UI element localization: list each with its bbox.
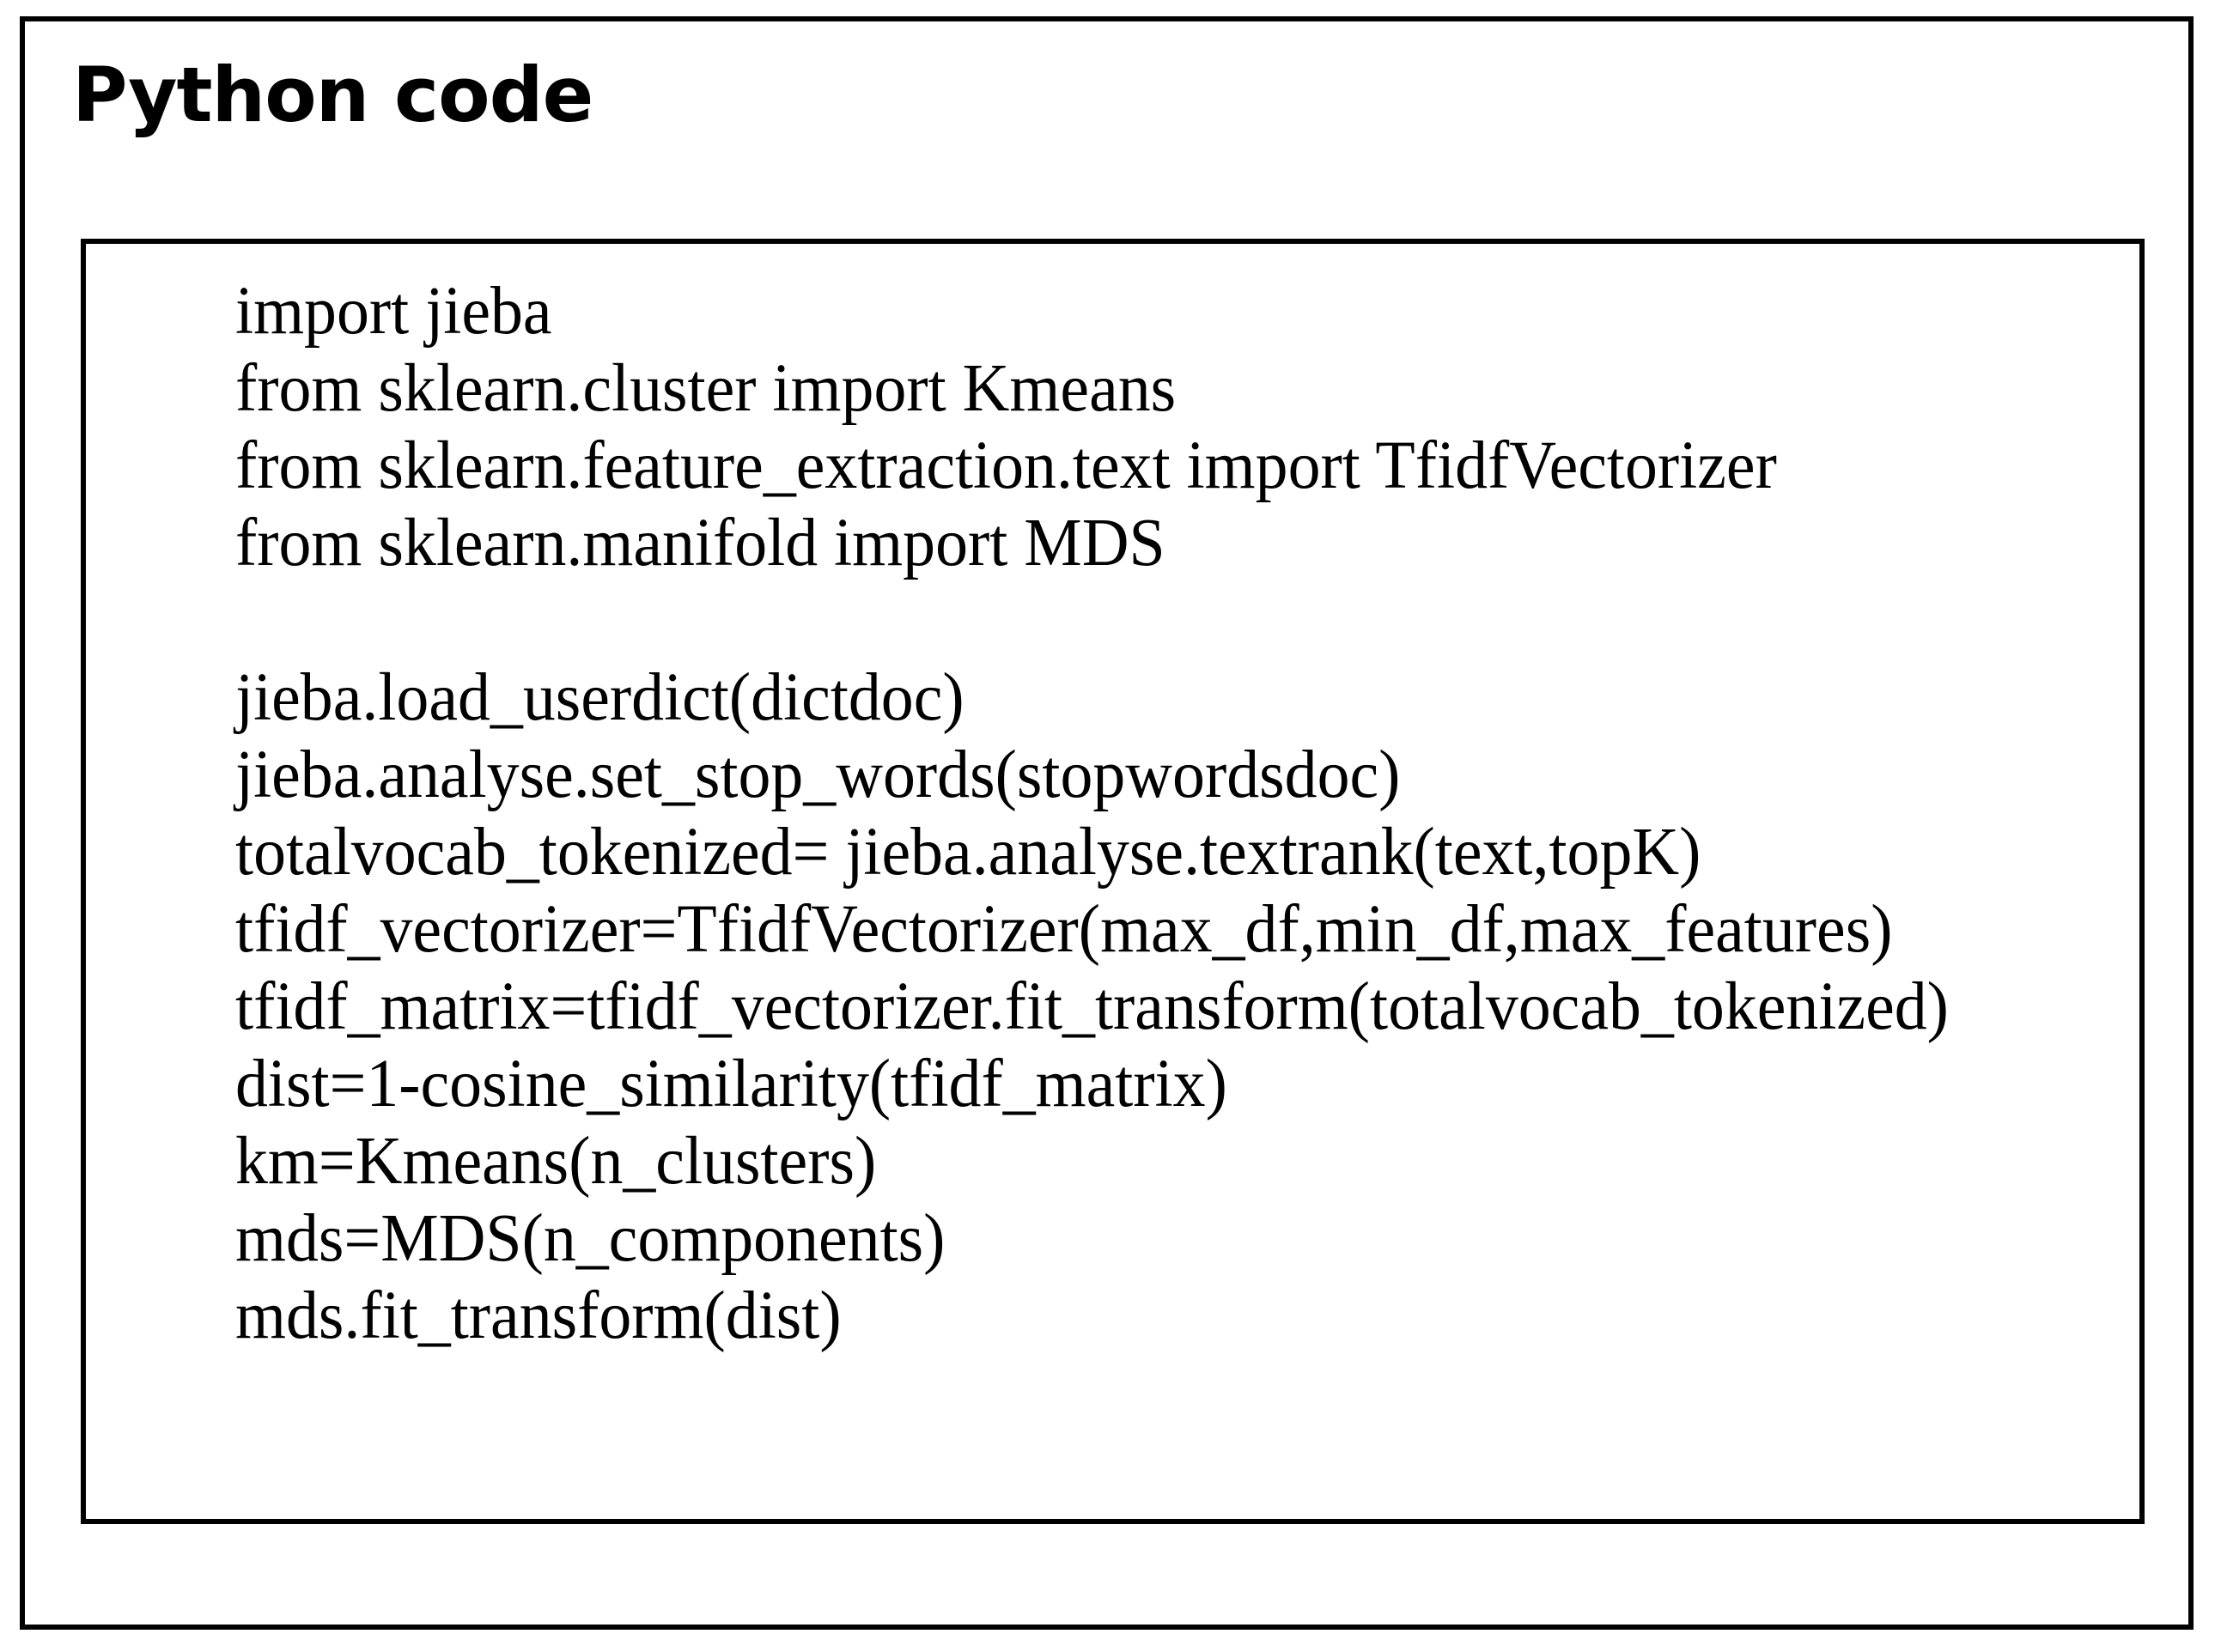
- page-title: Python code: [72, 51, 593, 139]
- code-line: from sklearn.cluster import Kmeans: [235, 351, 1177, 426]
- code-line-blank: [235, 582, 1949, 659]
- code-line: from sklearn.feature_extraction.text imp…: [235, 428, 1777, 503]
- code-line: dist=1-cosine_similarity(tfidf_matrix): [235, 1047, 1227, 1121]
- code-line: mds.fit_transform(dist): [235, 1278, 842, 1353]
- code-line: totalvocab_tokenized= jieba.analyse.text…: [235, 815, 1701, 890]
- code-line: jieba.analyse.set_stop_words(stopwordsdo…: [235, 738, 1401, 812]
- code-line: from sklearn.manifold import MDS: [235, 506, 1165, 580]
- code-line: tfidf_vectorizer=TfidfVectorizer(max_df,…: [235, 892, 1893, 967]
- code-line: jieba.load_userdict(dictdoc): [235, 660, 964, 735]
- code-line: import jieba: [235, 274, 552, 349]
- code-line: mds=MDS(n_components): [235, 1201, 946, 1276]
- code-line: km=Kmeans(n_clusters): [235, 1124, 877, 1199]
- code-line: tfidf_matrix=tfidf_vectorizer.fit_transf…: [235, 969, 1949, 1044]
